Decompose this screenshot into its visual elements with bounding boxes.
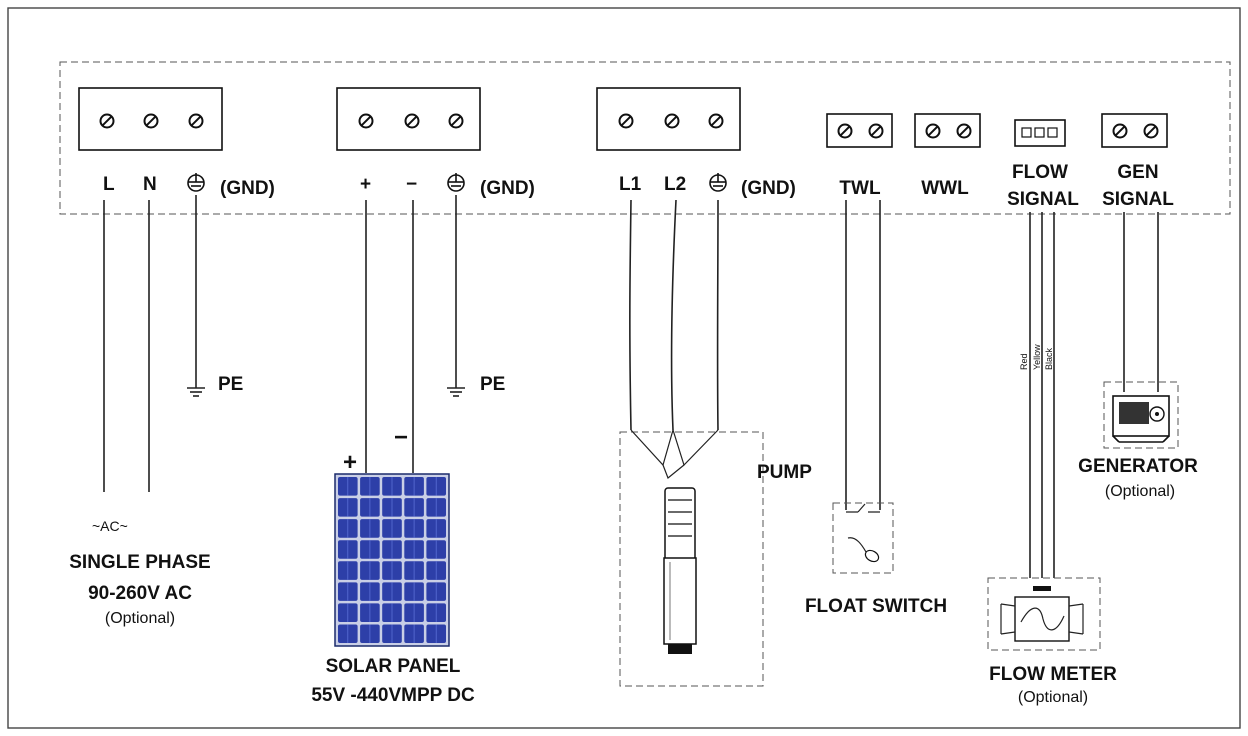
flow-meter-icon: [1000, 586, 1084, 642]
pump-gnd-label: (GND): [741, 178, 796, 199]
terminal-plus-label: +: [360, 174, 371, 195]
wire-yellow-label: Yellow: [1032, 344, 1042, 370]
gen-signal-label-2: SIGNAL: [1102, 189, 1174, 210]
terminal-minus-label: −: [406, 174, 417, 195]
wwl-label: WWL: [921, 178, 969, 199]
ac-pe-label: PE: [218, 374, 243, 395]
ground-icon: [447, 172, 465, 192]
single-phase-title: SINGLE PHASE: [69, 552, 210, 573]
terminal-l1-label: L1: [619, 174, 642, 195]
wwl-terminal-block: [914, 113, 981, 148]
ac-gnd-label: (GND): [220, 178, 275, 199]
flow-signal-label-2: SIGNAL: [1007, 189, 1079, 210]
ac-symbol: ~AC~: [92, 518, 128, 534]
wire-red-label: Red: [1019, 353, 1029, 370]
twl-terminal-block: [826, 113, 893, 148]
twl-label: TWL: [839, 178, 881, 199]
earth-icon: [186, 379, 206, 397]
dc-gnd-label: (GND): [480, 178, 535, 199]
solar-panel-icon: [334, 473, 450, 647]
controller-boundary: [59, 61, 1231, 215]
terminal-n-label: N: [143, 174, 157, 195]
generator-note: (Optional): [1105, 483, 1175, 500]
submersible-pump-icon: [663, 487, 697, 654]
earth-icon: [446, 379, 466, 397]
float-switch-icon: [846, 503, 880, 563]
generator-title: GENERATOR: [1078, 456, 1198, 477]
single-phase-voltage: 90-260V AC: [88, 583, 192, 604]
ground-icon: [709, 172, 727, 192]
solar-panel-title: SOLAR PANEL: [326, 656, 461, 677]
pump-wires: [619, 199, 764, 687]
flow-meter-note: (Optional): [1018, 689, 1088, 706]
solar-panel-voltage: 55V -440VMPP DC: [311, 685, 475, 706]
flow-meter-title: FLOW METER: [989, 664, 1117, 685]
gen-signal-terminal-block: [1101, 113, 1168, 148]
pump-label: PUMP: [757, 462, 812, 483]
dc-input-terminal-block: [336, 87, 481, 151]
gen-signal-label-1: GEN: [1117, 162, 1158, 183]
terminal-l-label: L: [103, 174, 115, 195]
outer-frame: [7, 7, 1241, 729]
pump-output-terminal-block: [596, 87, 741, 151]
terminal-l2-label: L2: [664, 174, 686, 195]
panel-plus-label: +: [343, 449, 357, 476]
ground-icon: [187, 172, 205, 192]
flow-signal-connector: [1014, 119, 1066, 147]
flow-signal-label-1: FLOW: [1012, 162, 1068, 183]
dc-pe-label: PE: [480, 374, 505, 395]
single-phase-note: (Optional): [105, 610, 175, 627]
panel-minus-label: −: [394, 424, 408, 451]
ac-input-terminal-block: [78, 87, 223, 151]
float-switch-label: FLOAT SWITCH: [805, 596, 947, 617]
generator-icon: [1112, 395, 1170, 443]
wire-black-label: Black: [1044, 347, 1054, 370]
